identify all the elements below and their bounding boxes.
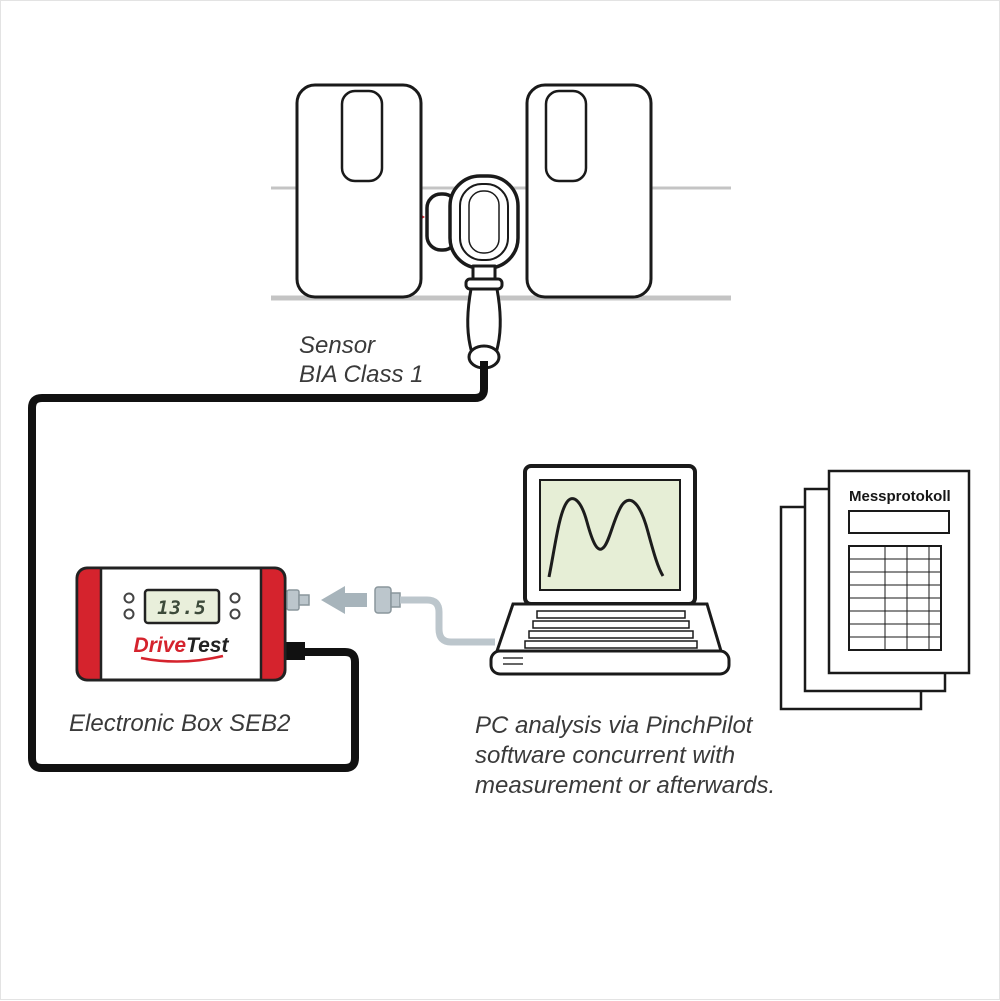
box-socket-pin xyxy=(298,594,310,606)
right-door-inlay xyxy=(544,89,588,183)
pc-cable xyxy=(400,596,495,646)
keyboard-row xyxy=(532,620,690,629)
logo-underline xyxy=(140,654,224,663)
box-button-icon xyxy=(229,592,241,604)
connect-arrow-icon xyxy=(321,586,367,614)
electronic-box-label: Electronic Box SEB2 xyxy=(69,710,290,737)
lcd-display-value: 13.5 xyxy=(157,597,207,619)
sensor-cable xyxy=(28,361,488,772)
door-panels xyxy=(295,83,653,299)
keyboard-row xyxy=(524,640,698,649)
laptop-front-edge xyxy=(489,649,731,676)
box-socket xyxy=(286,589,300,611)
left-door-inlay xyxy=(340,89,384,183)
keyboard-row xyxy=(536,610,686,619)
box-left-cap xyxy=(75,566,103,682)
sensor-disc-inner xyxy=(468,190,500,254)
box-button-icon xyxy=(123,592,135,604)
box-button-icon xyxy=(123,608,135,620)
left-door-panel xyxy=(295,83,423,299)
measurement-curve xyxy=(547,497,665,578)
laptop xyxy=(489,464,731,676)
pinch-force-sensor xyxy=(425,174,520,370)
report-pages: Messprotokoll xyxy=(779,469,971,711)
box-right-cap xyxy=(259,566,287,682)
cable-plug xyxy=(374,586,392,614)
box-cable-connector xyxy=(285,642,305,660)
lcd-display xyxy=(143,588,221,625)
keyboard-row xyxy=(528,630,694,639)
cable-plug-tip xyxy=(390,592,401,608)
report-title: Messprotokoll xyxy=(849,488,951,505)
electronic-box: 13.5 DriveTest xyxy=(75,566,305,682)
drivetest-logo: DriveTest xyxy=(134,634,230,657)
report-table xyxy=(848,545,942,651)
report-header-box xyxy=(848,510,950,534)
box-button-icon xyxy=(229,608,241,620)
sensor-label: Sensor BIA Class 1 xyxy=(299,332,424,388)
pc-connection xyxy=(286,586,495,646)
pc-label: PC analysis via PinchPilot software conc… xyxy=(475,712,775,799)
